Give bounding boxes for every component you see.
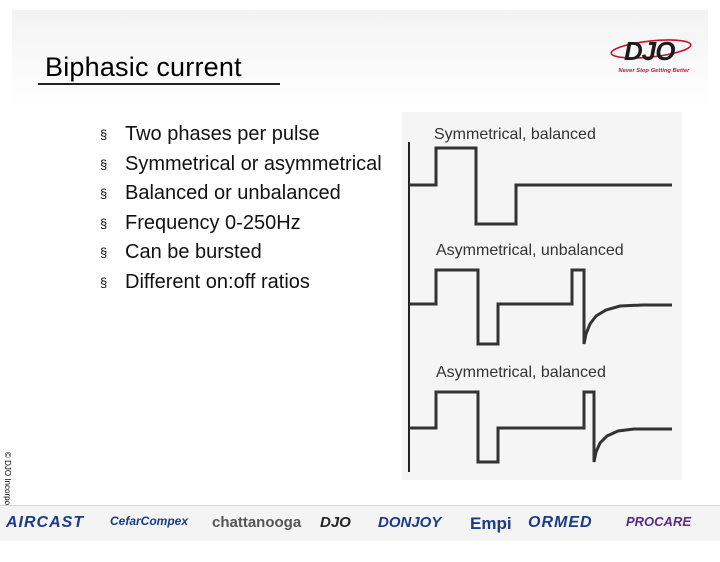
diagram-background — [402, 112, 682, 480]
footer-brand-bar: AIRCAST CefarCompex chattanooga DJO DONJ… — [0, 505, 720, 541]
bullet-marker: § — [100, 245, 108, 260]
brand-cefarcompex: CefarCompex — [110, 514, 189, 528]
bullet-marker: § — [100, 127, 108, 142]
bullet-item: § Two phases per pulse — [98, 120, 398, 150]
brand-djo: DJO — [320, 514, 351, 531]
logo-text: DJO — [624, 36, 675, 66]
bullet-text: Two phases per pulse — [125, 123, 320, 145]
brand-donjoy: DONJOY — [378, 514, 442, 531]
brand-chattanooga: chattanooga — [212, 514, 302, 531]
brand-ormed: ORMED — [528, 514, 593, 531]
bullet-text: Symmetrical or asymmetrical — [125, 152, 382, 175]
bullet-item: § Can be bursted — [98, 238, 398, 268]
bullet-item: § Balanced or unbalanced — [98, 179, 398, 209]
waveform-label-asymmetrical-unbalanced: Asymmetrical, unbalanced — [436, 242, 624, 259]
bullet-item: § Symmetrical or asymmetrical — [98, 150, 398, 180]
waveform-asymmetrical-unbalanced — [409, 268, 672, 346]
bullet-marker: § — [100, 274, 108, 290]
bullet-marker: § — [100, 156, 108, 172]
bullet-text: Can be bursted — [125, 241, 262, 263]
bullet-marker: § — [100, 215, 108, 231]
slide-title: Biphasic current — [45, 52, 242, 82]
waveform-symmetrical-balanced — [409, 146, 672, 226]
title-underline — [38, 83, 280, 85]
djo-logo: DJO — [610, 36, 692, 66]
waveform-asymmetrical-balanced — [409, 390, 672, 464]
bullet-text: Balanced or unbalanced — [125, 182, 341, 204]
bullet-item: § Frequency 0-250Hz — [98, 209, 398, 239]
waveform-diagram: Symmetrical, balanced Asymmetrical, unba… — [402, 112, 682, 480]
brand-empi: Empi — [470, 514, 512, 533]
brand-procare: PROCARE — [626, 514, 692, 529]
bullet-list: § Two phases per pulse § Symmetrical or as… — [98, 120, 398, 297]
bullet-text: Different on:off ratios — [125, 270, 310, 293]
bullet-item: § Different on:off ratios — [98, 268, 398, 298]
logo-tagline: Never Stop Getting Better — [618, 68, 690, 74]
waveform-label-asymmetrical-balanced: Asymmetrical, balanced — [436, 364, 606, 381]
waveform-label-symmetrical-balanced: Symmetrical, balanced — [434, 126, 596, 143]
bullet-text: Frequency 0-250Hz — [125, 211, 301, 234]
bullet-marker: § — [100, 186, 108, 201]
brand-aircast: AIRCAST — [6, 514, 85, 531]
